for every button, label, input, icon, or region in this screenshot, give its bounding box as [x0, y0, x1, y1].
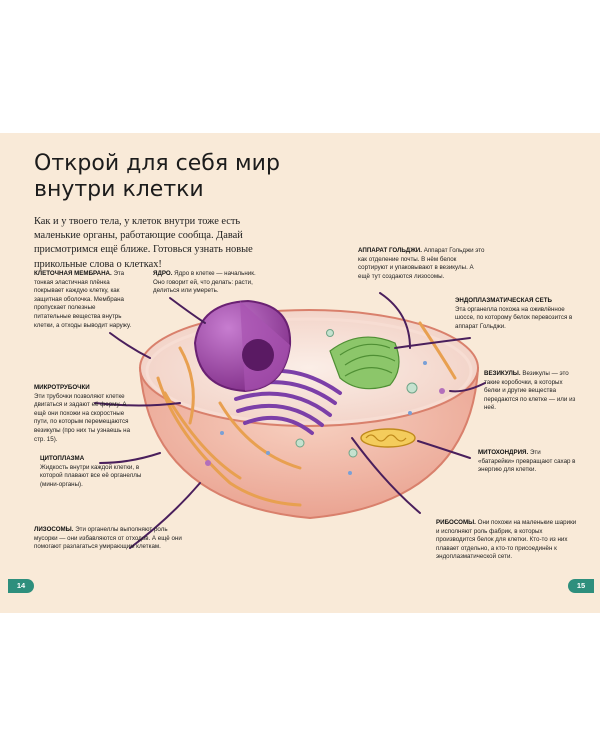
vesicles — [295, 329, 418, 458]
mitochondrion — [360, 428, 416, 448]
book-spread: Открой для себя мир внутри клетки Как и … — [0, 133, 600, 613]
microtubules — [156, 321, 457, 507]
note-vesicles: ВЕЗИКУЛЫ. Везикулы — это такие коробочки… — [484, 370, 576, 412]
page-number-right: 15 — [568, 579, 594, 593]
cell-top-surface — [139, 309, 479, 427]
intro-text: Как и у твоего тела, у клеток внутри тож… — [34, 216, 253, 270]
note-ribosomes: РИБОСОМЫ. Они похожи на маленькие шарики… — [436, 519, 577, 561]
nucleus — [193, 299, 292, 393]
note-golgi: АППАРАТ ГОЛЬДЖИ. Аппарат Гольджи это как… — [358, 247, 485, 280]
page-title: Открой для себя мир внутри клетки — [34, 151, 280, 202]
nucleolus — [242, 339, 274, 371]
cell-illustration — [94, 292, 486, 549]
note-lysosomes: ЛИЗОСОМЫ. Эти органеллы выполняют роль м… — [34, 526, 182, 551]
note-mitochondria: МИТОХОНДРИЯ. Эти «батарейки» превращают … — [478, 449, 576, 474]
lysosomes — [205, 388, 445, 466]
page-number-left: 14 — [8, 579, 34, 593]
ribosomes — [220, 361, 427, 475]
leader-arrows — [94, 292, 486, 549]
note-membrane: КЛЕТОЧНАЯ МЕМБРАНА. Эта тонкая эластична… — [34, 270, 132, 329]
endoplasmic-reticulum — [329, 336, 400, 390]
note-nucleus: ЯДРО. Ядро в клетке — начальник. Оно гов… — [153, 270, 256, 295]
